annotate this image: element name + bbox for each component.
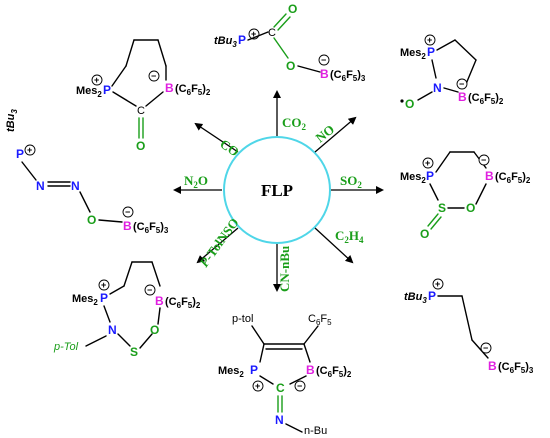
boron-atom: B [155,294,164,308]
nitrogen-atom: N [108,323,117,337]
svg-text:−: − [483,343,488,353]
boron-atom: B [165,81,174,95]
svg-text:C: C [137,105,145,117]
phosphorus-atom: P [103,83,111,97]
svg-text:(C6F5)2: (C6F5)2 [316,365,352,379]
svg-text:+: + [255,381,260,391]
svg-text:tBu3: tBu3 [5,109,19,132]
svg-text:−: − [481,155,486,165]
label-c2h4: C2H4 [335,228,364,245]
svg-text:Mes2: Mes2 [400,47,426,61]
svg-text:C: C [268,27,276,39]
svg-text:Mes2: Mes2 [76,85,102,99]
arrow-co [194,122,239,153]
phosphorus-atom: P [250,363,258,377]
co2-adduct: tBu3 P + C O O − B (C6F5)3 [214,2,366,83]
svg-text:(C6F5)2: (C6F5)2 [165,296,201,310]
svg-text:C: C [276,381,285,395]
nitrogen-atom: N [36,179,45,193]
boron-atom: B [488,359,497,373]
svg-text:(C6F5)3: (C6F5)3 [133,221,169,235]
sulfur-atom: S [438,201,446,215]
boron-atom: B [123,219,132,233]
phosphorus-atom: P [428,289,436,303]
svg-text:+: + [425,158,430,168]
oxygen-atom: O [288,2,297,16]
oxygen-atom: O [150,323,159,337]
flp-center: FLP [223,136,331,244]
svg-text:(C6F5)3: (C6F5)3 [498,361,534,375]
svg-text:Mes2: Mes2 [72,293,98,307]
nitrogen-atom: N [433,81,442,95]
svg-text:O: O [286,59,295,73]
svg-text:+: + [101,280,106,290]
label-so2: SO2 [340,173,362,190]
svg-text:+: + [427,35,432,45]
phosphorus-atom: P [238,33,246,47]
svg-text:−: − [459,79,464,89]
phosphorus-atom: P [427,45,435,59]
svg-text:−: − [147,285,152,295]
svg-text:n-Bu: n-Bu [304,425,327,437]
so2-adduct: Mes2 P + − B (C6F5)2 S O O [400,151,531,241]
svg-text:tBu3: tBu3 [404,291,427,305]
svg-text:(C6F5)2: (C6F5)2 [468,92,504,106]
svg-text:O: O [420,227,429,241]
svg-text:−: − [125,207,130,217]
co-adduct: Mes2 P + B − (C6F5)2 C O [76,39,211,153]
arrow-c2h4 [314,227,354,264]
svg-text:+: + [435,279,440,289]
nitrogen-atom: N [275,413,284,427]
svg-text:Mes2: Mes2 [400,171,426,185]
arrow-no [314,116,357,153]
phosphorus-atom: P [100,291,108,305]
svg-text:−: − [321,55,326,65]
svg-text:p-tol: p-tol [232,313,253,325]
svg-text:(C6F5)2: (C6F5)2 [175,83,211,97]
svg-text:Mes2: Mes2 [218,365,244,379]
svg-text:O: O [405,97,414,111]
svg-text:−: − [297,381,302,391]
label-no: NO [313,122,338,146]
cnnbu-adduct: p-tol C6F5 Mes2 P + B − (C6F5)2 C N n-Bu [218,313,352,437]
svg-text:C6F5: C6F5 [308,313,332,327]
ptolnso-adduct: Mes2 P + − B (C6F5)2 N S O p-Tol [53,261,201,359]
reaction-arrows [173,90,384,292]
svg-text:(C6F5)3: (C6F5)3 [330,69,366,83]
svg-text:N: N [71,179,80,193]
phosphorus-atom: P [16,147,24,161]
oxygen-atom: O [136,139,145,153]
no-adduct: Mes2 P + N − B (C6F5)2 O [400,34,504,111]
boron-atom: B [320,67,329,81]
svg-text:+: + [27,145,32,155]
tbu3-label: tBu3 [214,35,237,49]
oxygen-atom: O [466,201,475,215]
arrow-ptolnso [196,227,239,264]
oxygen-atom: O [87,213,96,227]
boron-atom: B [485,169,494,183]
label-n2o: N2O [184,173,208,190]
label-ptolnso: P-TolNSO [196,215,241,270]
ptol-label: p-Tol [53,341,79,353]
phosphorus-atom: P [426,169,434,183]
svg-text:(C6F5)2: (C6F5)2 [495,171,531,185]
boron-atom: B [306,363,315,377]
svg-text:+: + [251,29,256,39]
n2o-adduct: tBu3 P + N N O − B (C6F5)3 [5,109,169,235]
sulfur-atom: S [130,345,138,359]
svg-text:−: − [151,71,156,81]
svg-text:+: + [94,75,99,85]
label-cnnbu: CN-nBu [277,246,292,292]
label-co2: CO2 [282,115,307,132]
flp-label: FLP [261,181,293,200]
boron-atom: B [458,90,467,104]
c2h4-adduct: tBu3 P + − B (C6F5)3 [404,278,534,375]
